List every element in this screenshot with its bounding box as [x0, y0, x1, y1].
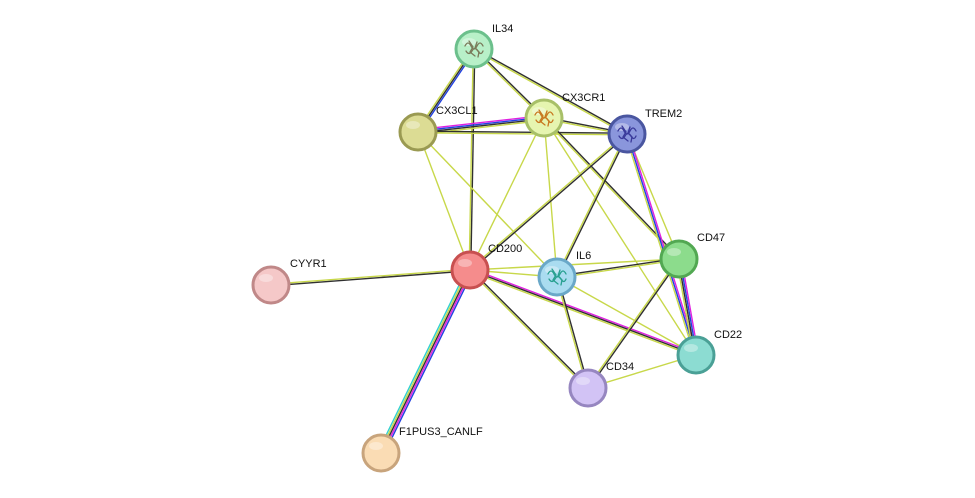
edge-strand: [468, 270, 588, 390]
edge-strand: [417, 131, 558, 278]
node-circle[interactable]: [450, 250, 490, 290]
edge-cd200-cd47[interactable]: [469, 258, 680, 271]
edge-trem2-cd22[interactable]: [624, 133, 699, 356]
edge-strand: [542, 118, 679, 261]
node-label: F1PUS3_CANLF: [399, 426, 483, 438]
node-trem2[interactable]: TREM2: [607, 108, 682, 154]
edge-strand: [588, 259, 681, 389]
edge-strand: [469, 269, 697, 356]
edge-cx3cr1-il6[interactable]: [543, 117, 558, 278]
node-label: CD34: [606, 361, 634, 373]
node-circle[interactable]: [251, 265, 291, 305]
edge-cd200-f1pus3_canlf[interactable]: [377, 268, 474, 455]
node-label: CX3CL1: [436, 105, 478, 117]
edge-cx3cr1-cd200[interactable]: [469, 117, 545, 271]
node-label: IL34: [492, 23, 513, 35]
edge-strand: [417, 131, 471, 271]
edge-trem2-cd200[interactable]: [469, 132, 628, 272]
edge-strand: [473, 49, 627, 136]
edge-strand: [627, 133, 699, 355]
edge-cx3cl1-il6[interactable]: [417, 131, 558, 278]
edge-strand: [543, 117, 697, 356]
edge-strand: [556, 276, 697, 356]
edge-strand: [474, 47, 628, 134]
node-label: CD200: [488, 243, 522, 255]
node-label: CYYR1: [290, 258, 327, 270]
edge-strand: [380, 269, 471, 454]
node-il34[interactable]: IL34: [454, 23, 513, 69]
edge-strand: [469, 270, 696, 358]
node-label: IL6: [576, 250, 591, 262]
node-circle[interactable]: [659, 239, 699, 279]
node-circle[interactable]: [676, 335, 716, 375]
edge-strand: [417, 132, 627, 136]
edge-trem2-il6[interactable]: [555, 133, 629, 278]
edge-strand: [624, 134, 696, 356]
edge-strand: [377, 268, 468, 452]
node-circle[interactable]: [537, 257, 577, 297]
edge-cd200-cyyr1[interactable]: [270, 268, 471, 287]
node-circle[interactable]: [361, 433, 401, 473]
node-label: TREM2: [645, 108, 682, 120]
edge-il6-cd47[interactable]: [556, 257, 680, 279]
edge-strand: [418, 118, 545, 134]
edge-cd47-cd34[interactable]: [586, 258, 681, 389]
node-f1pus3_canlf[interactable]: F1PUS3_CANLF: [361, 426, 483, 473]
edge-strand: [470, 268, 590, 388]
node-circle[interactable]: [454, 29, 494, 69]
node-cd34[interactable]: CD34: [568, 361, 634, 408]
edge-strand: [556, 257, 679, 277]
edge-strand: [557, 259, 680, 279]
edge-strand: [586, 258, 679, 388]
edge-strand: [417, 116, 544, 132]
edge-strand: [470, 134, 628, 272]
edge-strand: [381, 270, 473, 455]
node-circle[interactable]: [568, 368, 608, 408]
edge-strand: [378, 268, 470, 453]
edge-strand: [469, 117, 545, 271]
node-circle[interactable]: [524, 98, 564, 138]
node-label: CD22: [714, 329, 742, 341]
edge-strand: [468, 48, 474, 270]
edge-layer: [270, 47, 700, 455]
edge-strand: [543, 117, 558, 278]
edge-cd200-cd34[interactable]: [468, 268, 590, 390]
edge-strand: [469, 132, 627, 270]
edge-strand: [417, 114, 544, 131]
edge-strand: [270, 268, 470, 285]
edge-strand: [383, 271, 474, 455]
edge-strand: [626, 133, 697, 356]
edge-cx3cl1-trem2[interactable]: [417, 130, 628, 136]
edge-il34-cd200[interactable]: [468, 48, 476, 271]
edge-strand: [271, 270, 471, 287]
edge-il6-cd22[interactable]: [556, 276, 697, 356]
edge-strand: [469, 258, 680, 271]
node-circle[interactable]: [607, 114, 647, 154]
node-label: CX3CR1: [562, 92, 605, 104]
edge-strand: [555, 133, 627, 277]
node-circle[interactable]: [398, 112, 438, 152]
node-label: CD47: [697, 232, 725, 244]
edge-strand: [470, 267, 697, 355]
edge-il34-trem2[interactable]: [473, 47, 628, 136]
edge-strand: [418, 130, 628, 134]
edge-cx3cl1-cd200[interactable]: [417, 131, 471, 271]
edge-strand: [557, 134, 629, 278]
edge-cx3cr1-cd22[interactable]: [543, 117, 697, 356]
edge-cd200-cd22[interactable]: [469, 267, 697, 358]
edge-strand: [470, 49, 476, 271]
node-cd47[interactable]: CD47: [659, 232, 725, 279]
